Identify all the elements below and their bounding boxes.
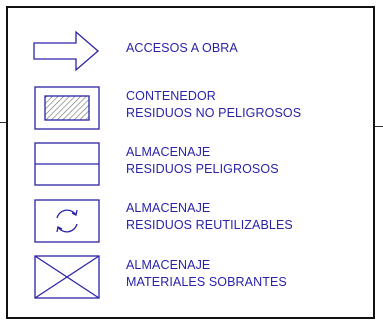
legend-label-hazardous: ALMACENAJE RESIDUOS PELIGROSOS (126, 144, 279, 178)
legend-label-line: ALMACENAJE (126, 258, 211, 272)
legend-label-line: RESIDUOS NO PELIGROSOS (126, 106, 302, 120)
legend-label-access: ACCESOS A OBRA (126, 40, 238, 57)
legend-label-line: CONTENEDOR (126, 89, 216, 103)
legend-label-line: RESIDUOS REUTILIZABLES (126, 218, 293, 232)
legend-label-line: ALMACENAJE (126, 145, 211, 159)
legend-label-line: RESIDUOS PELIGROSOS (126, 162, 279, 176)
legend-item-surplus: ALMACENAJE MATERIALES SOBRANTES (8, 253, 373, 303)
legend-item-container: CONTENEDOR RESIDUOS NO PELIGROSOS (8, 84, 373, 134)
legend-item-reusable: ALMACENAJE RESIDUOS REUTILIZABLES (8, 196, 373, 246)
legend-item-access: ACCESOS A OBRA (8, 26, 373, 76)
legend-box: ACCESOS A OBRA CONTENEDOR RESIDUOS NO PE… (6, 6, 375, 319)
split-box-icon (34, 142, 100, 186)
legend-item-hazardous: ALMACENAJE RESIDUOS PELIGROSOS (8, 140, 373, 190)
legend-label-line: MATERIALES SOBRANTES (126, 275, 287, 289)
plan-line-left (0, 122, 7, 123)
legend-label-line: ALMACENAJE (126, 201, 211, 215)
legend-label-surplus: ALMACENAJE MATERIALES SOBRANTES (126, 257, 287, 291)
recycle-icon (34, 199, 100, 243)
arrow-icon (33, 29, 100, 73)
crossed-box-icon (34, 255, 100, 299)
plan-line-right (375, 126, 383, 127)
legend-label-container: CONTENEDOR RESIDUOS NO PELIGROSOS (126, 88, 301, 122)
legend-label-reusable: ALMACENAJE RESIDUOS REUTILIZABLES (126, 200, 293, 234)
hatched-container-icon (34, 86, 100, 130)
legend-label-line: ACCESOS A OBRA (126, 41, 238, 55)
